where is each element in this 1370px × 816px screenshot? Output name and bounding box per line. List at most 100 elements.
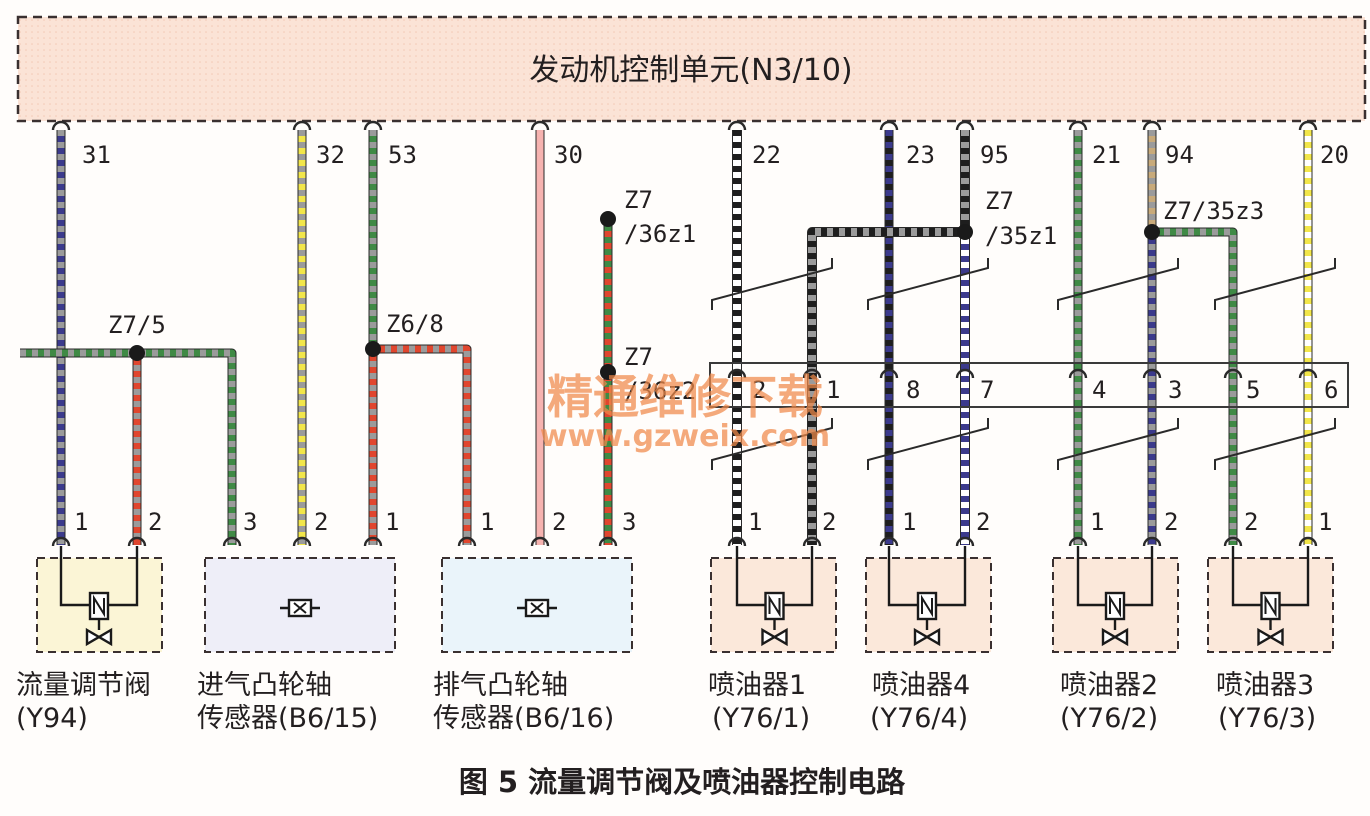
- inj1-pin-2: 2: [822, 508, 836, 536]
- inj3-pin-2: 2: [1244, 508, 1258, 536]
- wires: [20, 130, 1313, 545]
- component-socket-0: [51, 536, 71, 547]
- harness-socket-0: [727, 368, 747, 379]
- b615-pin-3: 3: [243, 508, 257, 536]
- watermark: 精通维修下载 www.gzweix.com: [540, 370, 830, 454]
- injector-3-code: (Y76/3): [1218, 703, 1316, 734]
- inj2-pin-2: 2: [1164, 508, 1178, 536]
- b615-pin-1: 1: [385, 508, 399, 536]
- component-socket-9: [802, 536, 822, 547]
- ecu-socket-1: [292, 120, 312, 131]
- ecu-pin-32: 32: [316, 141, 345, 169]
- splice-label-z6-8: Z6/8: [386, 310, 444, 338]
- splice-dot-1: [365, 341, 381, 357]
- wire-z68-branch: [373, 345, 471, 545]
- splice-label-z7-36z2-a: Z7: [624, 343, 653, 371]
- harness-socket-1: [802, 368, 822, 379]
- component-pin-numbers: 1 2 3 2 1 1 2 3 1 2 1 2 1 2 2 1: [74, 508, 1332, 536]
- watermark-title: 精通维修下载: [547, 370, 823, 424]
- component-socket-2: [222, 536, 242, 547]
- twisted-pair-marks: [711, 258, 1336, 470]
- wire-z735z3-branch: [1152, 228, 1237, 545]
- twist-mark-1: [711, 418, 833, 470]
- inj3-pin-1: 1: [1318, 508, 1332, 536]
- component-socket-6: [530, 536, 550, 547]
- connector-pin-6: 6: [1324, 376, 1338, 404]
- ecu-pin-94: 94: [1165, 141, 1194, 169]
- connector-pin-2: 2: [752, 376, 766, 404]
- ecu-pin-31: 31: [82, 141, 111, 169]
- splice-label-z7-5: Z7/5: [108, 311, 166, 339]
- figure-caption: 图 5 流量调节阀及喷油器控制电路: [459, 765, 906, 799]
- solenoid-valve-icon-inj1-n: [768, 594, 781, 618]
- connector-pin-5: 5: [1246, 376, 1260, 404]
- component-socket-8: [727, 536, 747, 547]
- ecu-socket-3: [530, 120, 550, 131]
- harness-socket-4: [1068, 368, 1088, 379]
- connector-pin-4: 4: [1092, 376, 1106, 404]
- component-socket-12: [1068, 536, 1088, 547]
- component-socket-11: [955, 536, 975, 547]
- pin-sockets: [51, 120, 1318, 547]
- splice-label-z7-36z2-b: /36z2: [624, 377, 696, 405]
- y94-pin-2: 2: [148, 508, 162, 536]
- watermark-url: www.gzweix.com: [540, 419, 830, 454]
- component-socket-7: [598, 536, 618, 547]
- splice-dot-0: [129, 345, 145, 361]
- harness-socket-6: [1223, 368, 1243, 379]
- y94-pin-1: 1: [74, 508, 88, 536]
- solenoid-valve-icon-inj3-bowtie: [1257, 627, 1284, 647]
- harness-socket-5: [1142, 368, 1162, 379]
- inj2-pin-1: 1: [1090, 508, 1104, 536]
- ecu-pin-22: 22: [752, 141, 781, 169]
- ecu-socket-8: [1142, 120, 1162, 131]
- inj4-pin-2: 2: [976, 508, 990, 536]
- twist-mark-5: [1057, 418, 1179, 470]
- inj1-pin-1: 1: [748, 508, 762, 536]
- b615-pin-2: 2: [314, 508, 328, 536]
- solenoid-valve-icon-y94-leads: [59, 546, 139, 607]
- b616-pin-2: 2: [552, 508, 566, 536]
- solenoid-valve-icon-inj1-bowtie: [761, 627, 788, 647]
- ecu-pin-21: 21: [1092, 141, 1121, 169]
- harness-socket-2: [879, 368, 899, 379]
- ecu-socket-6: [955, 120, 975, 131]
- injector-2-code: (Y76/2): [1060, 703, 1158, 734]
- component-socket-4: [363, 536, 383, 547]
- splice-label-z7-36z1-b: /36z1: [624, 220, 696, 248]
- harness-connector: [709, 362, 1349, 408]
- component-socket-15: [1298, 536, 1318, 547]
- injector-4-name: 喷油器4: [872, 670, 970, 701]
- component-socket-13: [1142, 536, 1162, 547]
- splice-labels: Z7/5 Z6/8 Z7 /36z1 Z7 /36z2 Z7 /35z1 Z7/…: [108, 186, 1264, 405]
- splice-dot-2: [600, 211, 616, 227]
- connector-pin-1: 1: [826, 376, 840, 404]
- solenoid-valve-icon-inj4-bowtie: [913, 627, 941, 647]
- flow-valve-code: (Y94): [16, 703, 88, 734]
- wire-z735z1-branch-stripe: [808, 228, 965, 545]
- splice-dot-5: [1144, 224, 1160, 240]
- ecu-label: 发动机控制单元(N3/10): [529, 53, 852, 88]
- injector-2-name: 喷油器2: [1060, 670, 1158, 701]
- solenoid-valve-icon-y94-bowtie: [85, 627, 113, 647]
- connector-pin-7: 7: [980, 376, 994, 404]
- twist-mark-3: [867, 418, 989, 470]
- wire-z735z3-branch-outline: [1152, 227, 1238, 545]
- ecu-socket-5: [879, 120, 899, 131]
- ecu-pin-numbers: 31 32 53 30 22 23 95 21 94 20: [82, 141, 1349, 169]
- hall-sensor-icon-b615-x: [293, 602, 307, 614]
- ecu-block: 发动机控制单元(N3/10): [16, 15, 1367, 123]
- solenoid-valve-icon-inj4-n: [921, 594, 933, 618]
- intake-cam-sensor-code: 传感器(B6/15): [197, 703, 378, 734]
- splice-dot-3: [600, 364, 616, 380]
- ecu-socket-7: [1068, 120, 1088, 131]
- component-symbols: [59, 546, 1310, 647]
- splice-dot-4: [957, 224, 973, 240]
- twist-mark-4: [1057, 258, 1179, 310]
- wire-z75-bus-stripe: [20, 349, 236, 545]
- wire-z735z3-branch-stripe: [1152, 228, 1237, 545]
- solenoid-valve-icon-inj2-n: [1109, 594, 1121, 618]
- inj4-pin-1: 1: [902, 508, 916, 536]
